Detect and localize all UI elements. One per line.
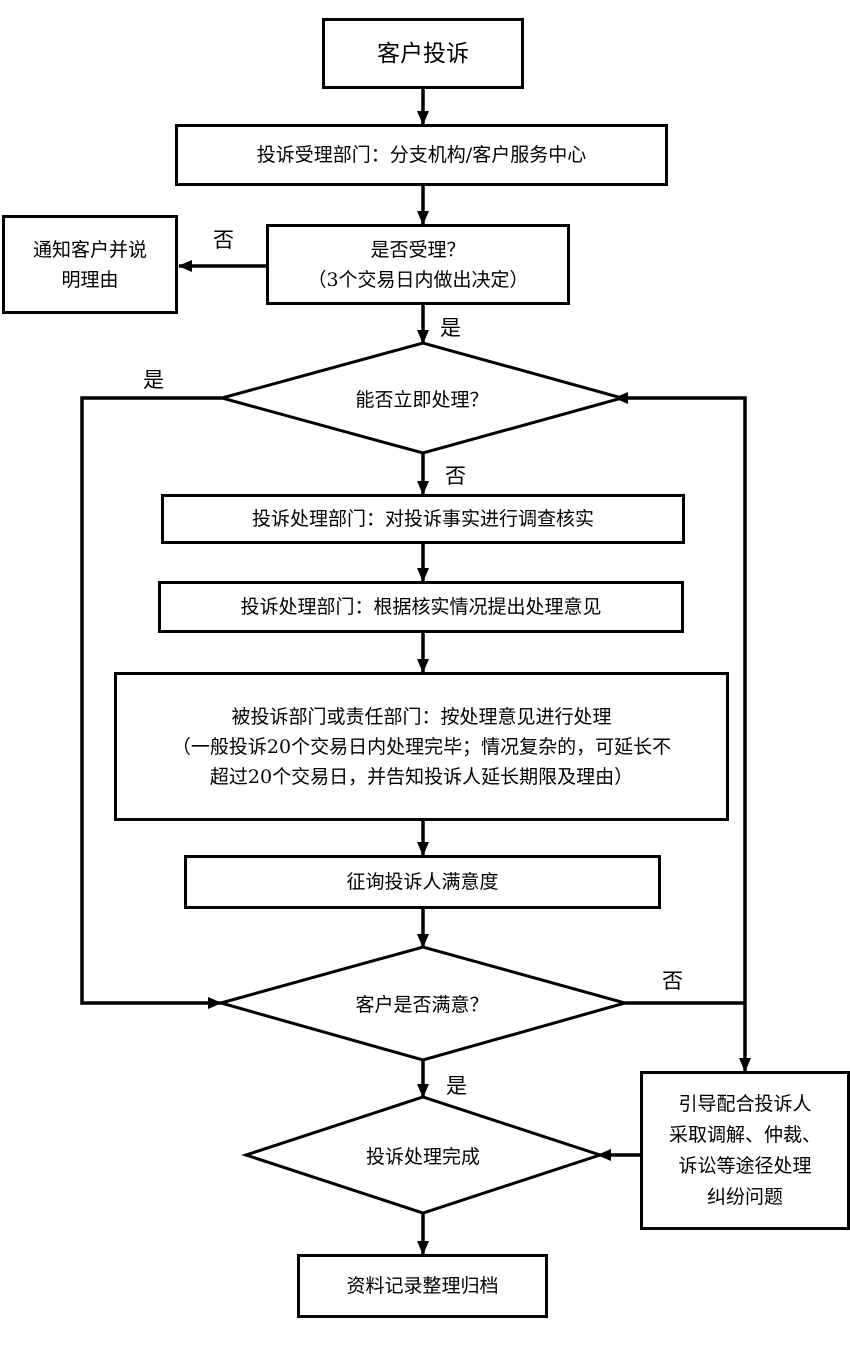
node-investigate-label: 投诉处理部门：对投诉事实进行调查核实: [251, 508, 594, 530]
handle-line-3: 超过20个交易日，并告知投诉人延长期限及理由）: [209, 765, 634, 788]
diamond-complete: [241, 1095, 605, 1215]
edge-label-satisfied-no: 否: [662, 969, 683, 993]
node-accept-question: 是否受理？ （3个交易日内做出决定）: [266, 224, 570, 305]
arrow-satisfied-no-to-guide: [625, 1001, 751, 1072]
guide-line-1: 引导配合投诉人: [678, 1092, 812, 1115]
node-notify-customer: 通知客户并说 明理由: [2, 215, 178, 314]
node-opinion: 投诉处理部门：根据核实情况提出处理意见: [158, 581, 684, 633]
accept-question-note: （3个交易日内做出决定）: [307, 268, 529, 291]
node-start-label: 客户投诉: [377, 40, 469, 67]
guide-line-3: 诉讼等途径处理: [678, 1154, 812, 1177]
edge-label-satisfied-yes: 是: [446, 1074, 467, 1098]
guide-line-4: 纠纷问题: [706, 1185, 783, 1208]
node-opinion-label: 投诉处理部门：根据核实情况提出处理意见: [240, 596, 602, 618]
edge-label-immediate-no: 否: [445, 464, 466, 488]
node-receive-dept: 投诉受理部门：分支机构/客户服务中心: [175, 124, 668, 186]
arrow-immediate-yes-loop: [80, 396, 222, 1009]
node-archive: 资料记录整理归档: [297, 1254, 548, 1318]
handle-line-2: （一般投诉20个交易日内处理完毕；情况复杂的，可延长不: [171, 735, 672, 758]
node-start: 客户投诉: [322, 18, 524, 89]
edge-label-accept-yes: 是: [440, 316, 461, 340]
diamond-immediate: [216, 341, 628, 455]
diamond-satisfied: [215, 945, 631, 1062]
accept-question-label: 是否受理？: [370, 238, 466, 261]
handle-line-1: 被投诉部门或责任部门：按处理意见进行处理: [231, 705, 612, 728]
node-guide: 引导配合投诉人 采取调解、仲裁、 诉讼等途径处理 纠纷问题: [640, 1071, 850, 1230]
edge-label-accept-no: 否: [213, 228, 234, 252]
guide-line-2: 采取调解、仲裁、: [668, 1123, 821, 1146]
node-receive-dept-label: 投诉受理部门：分支机构/客户服务中心: [256, 144, 587, 166]
node-survey-label: 征询投诉人满意度: [346, 871, 499, 893]
notify-line-1: 通知客户并说: [32, 238, 147, 261]
diamond-satisfied-label: 客户是否满意？: [355, 993, 489, 1016]
arrow-right-loop-to-immediate: [614, 392, 747, 1003]
edge-label-immediate-yes: 是: [143, 368, 164, 392]
node-handle: 被投诉部门或责任部门：按处理意见进行处理 （一般投诉20个交易日内处理完毕；情况…: [114, 672, 729, 821]
node-satisfaction-survey: 征询投诉人满意度: [184, 855, 661, 909]
node-investigate: 投诉处理部门：对投诉事实进行调查核实: [161, 494, 685, 544]
diamond-immediate-label: 能否立即处理？: [355, 388, 489, 411]
notify-line-2: 明理由: [61, 268, 119, 291]
diamond-complete-label: 投诉处理完成: [365, 1145, 480, 1168]
node-archive-label: 资料记录整理归档: [346, 1275, 499, 1297]
